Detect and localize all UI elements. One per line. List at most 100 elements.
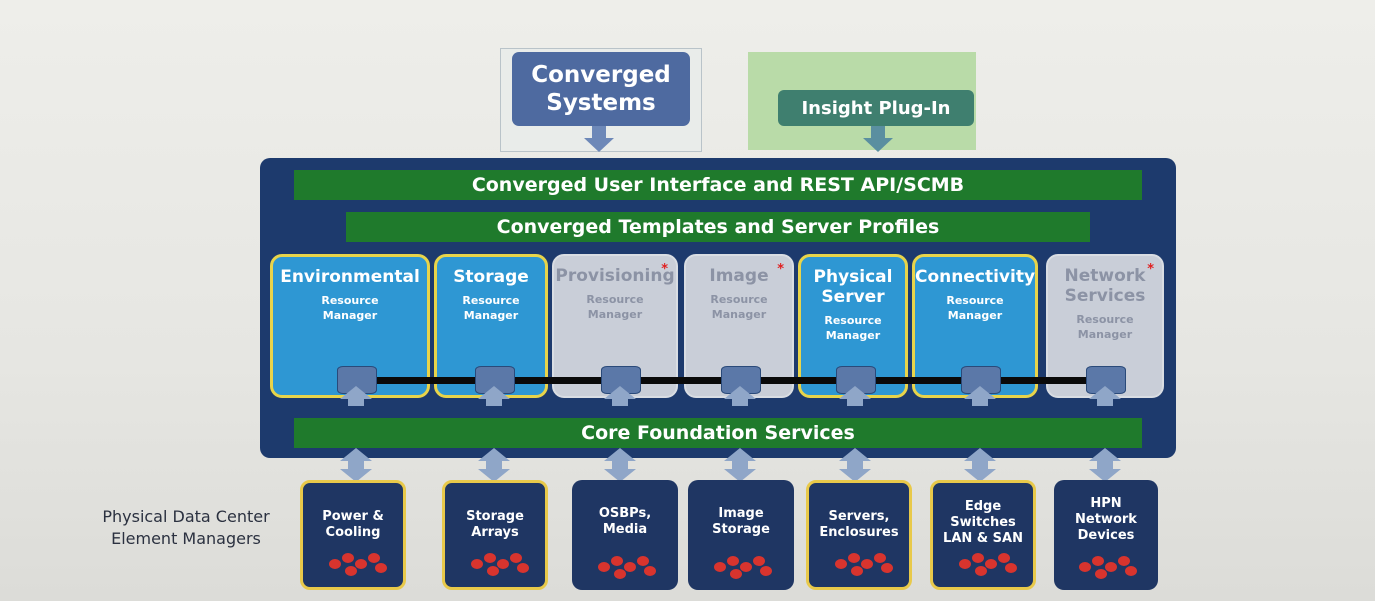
core-to-element-arrow-down-head [340,469,372,482]
element-manager-label: Enclosures [819,525,899,540]
resource-manager-title: Physical [813,267,893,287]
device-dot [637,556,649,566]
element-manager-label: Cooling [325,525,381,540]
core-to-element-arrow-shaft [847,460,863,470]
core-to-element-arrow-shaft [486,460,502,470]
device-dot [487,566,499,576]
resource-manager-subtitle-line: Manager [711,308,767,321]
core-to-element-arrow-down-head [964,469,996,482]
core-to-manager-arrow-up-head [1089,386,1121,399]
core-to-element-arrow-down-head [478,469,510,482]
new-feature-star-icon: * [661,262,668,277]
device-cluster-icon [445,549,545,577]
core-to-manager-arrow-shaft [732,398,748,406]
device-dot [1095,569,1107,579]
element-manager-label: LAN & SAN [943,531,1023,546]
device-cluster-icon [303,549,403,577]
device-dot [624,562,636,572]
element-manager-label: Storage [712,522,770,537]
resource-manager-subtitle-line: Manager [463,309,519,322]
core-to-manager-arrow-up-head [964,386,996,399]
core-to-element-arrow-up-head [839,448,871,461]
side-label-line-1: Physical Data Center [102,507,270,526]
resource-manager-subtitle-line: Manager [587,308,643,321]
resource-manager-subtitle-line: Manager [947,309,1003,322]
device-dot [740,562,752,572]
core-to-manager-arrow-shaft [972,398,988,406]
new-feature-star-icon: * [1147,262,1154,277]
converged-systems-line-2: Systems [546,90,656,116]
device-dot [1125,566,1137,576]
side-label-line-2: Element Managers [111,529,261,548]
resource-manager-title: Environmental [280,267,420,287]
resource-manager-subtitle-line: Manager [825,329,881,342]
resource-manager-title: Image [709,266,769,286]
device-cluster-icon [572,552,678,580]
resource-manager-subtitle-line: Resource [824,314,882,327]
device-dot [1105,562,1117,572]
core-to-manager-arrow-up-head [604,386,636,399]
device-dot [972,553,984,563]
resource-manager-subtitle-line: Manager [1077,328,1133,341]
device-dot [345,566,357,576]
device-dot [1118,556,1130,566]
resource-manager-title: Storage [453,267,529,287]
device-dot [1092,556,1104,566]
element-manager-label: Devices [1077,528,1135,543]
device-dot [598,562,610,572]
resource-manager-title: Services [1064,286,1146,306]
core-to-element-arrow-down-head [1089,469,1121,482]
device-dot [644,566,656,576]
core-to-manager-arrow-shaft [847,398,863,406]
device-dot [959,559,971,569]
device-dot [484,553,496,563]
device-dot [727,556,739,566]
element-manager-label: Image [718,506,764,521]
device-dot [851,566,863,576]
converged-systems-arrow-head [584,138,614,152]
insight-plugin-arrow-shaft [871,126,885,140]
resource-manager-subtitle-line: Resource [321,294,379,307]
element-manager-label: Arrays [471,525,519,540]
device-dot [517,563,529,573]
core-to-element-arrow-up-head [1089,448,1121,461]
resource-manager-subtitle-line: Resource [710,293,768,306]
core-to-element-arrow-up-head [724,448,756,461]
templates-bar: Converged Templates and Server Profiles [346,212,1090,242]
resource-manager-subtitle-line: Resource [946,294,1004,307]
device-cluster-icon [1054,552,1158,580]
device-dot [1005,563,1017,573]
element-manager-osbps-media: OSBPs,Media [572,480,678,590]
element-manager-label: Storage [466,509,524,524]
physical-data-center-label: Physical Data Center Element Managers [86,506,286,550]
core-to-manager-arrow-up-head [839,386,871,399]
core-to-element-arrow-up-head [340,448,372,461]
device-dot [861,559,873,569]
resource-manager-title: Server [821,287,885,307]
insight-plugin-box: Insight Plug-In [778,90,974,126]
element-manager-label: OSBPs, [598,506,652,521]
ui-api-bar: Converged User Interface and REST API/SC… [294,170,1142,200]
device-dot [375,563,387,573]
device-dot [329,559,341,569]
device-dot [471,559,483,569]
resource-manager-title: Connectivity [915,267,1036,287]
device-dot [368,553,380,563]
device-cluster-icon [688,552,794,580]
core-to-element-arrow-down-head [724,469,756,482]
core-to-element-arrow-up-head [964,448,996,461]
core-to-element-arrow-shaft [348,460,364,470]
resource-manager-subtitle-line: Manager [322,309,378,322]
resource-manager-title: Network [1064,266,1146,286]
element-manager-servers-enclosures: Servers,Enclosures [806,480,912,590]
